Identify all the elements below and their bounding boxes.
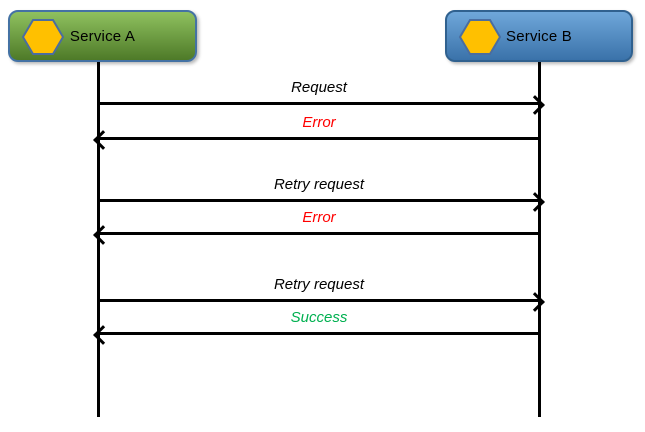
- message-label: Error: [302, 209, 336, 226]
- hexagon-icon: [458, 19, 502, 55]
- participant-service-a: Service A: [8, 10, 197, 62]
- message-label: Success: [290, 309, 348, 326]
- hexagon-icon: [21, 19, 65, 55]
- message-label: Retry request: [273, 276, 365, 293]
- lifeline-service-b: [538, 62, 541, 417]
- message-success: Success: [98, 309, 540, 335]
- participant-service-b: Service B: [445, 10, 633, 62]
- message-error-2: Error: [98, 209, 540, 235]
- message-retry-request-1: Retry request: [98, 176, 540, 202]
- message-label: Request: [291, 79, 347, 96]
- message-retry-request-2: Retry request: [98, 276, 540, 302]
- participant-name: Service A: [69, 27, 136, 45]
- message-label: Retry request: [273, 176, 365, 193]
- participant-name: Service B: [506, 27, 572, 45]
- message-label: Error: [302, 114, 336, 131]
- message-error-1: Error: [98, 114, 540, 140]
- message-request-1: Request: [98, 79, 540, 105]
